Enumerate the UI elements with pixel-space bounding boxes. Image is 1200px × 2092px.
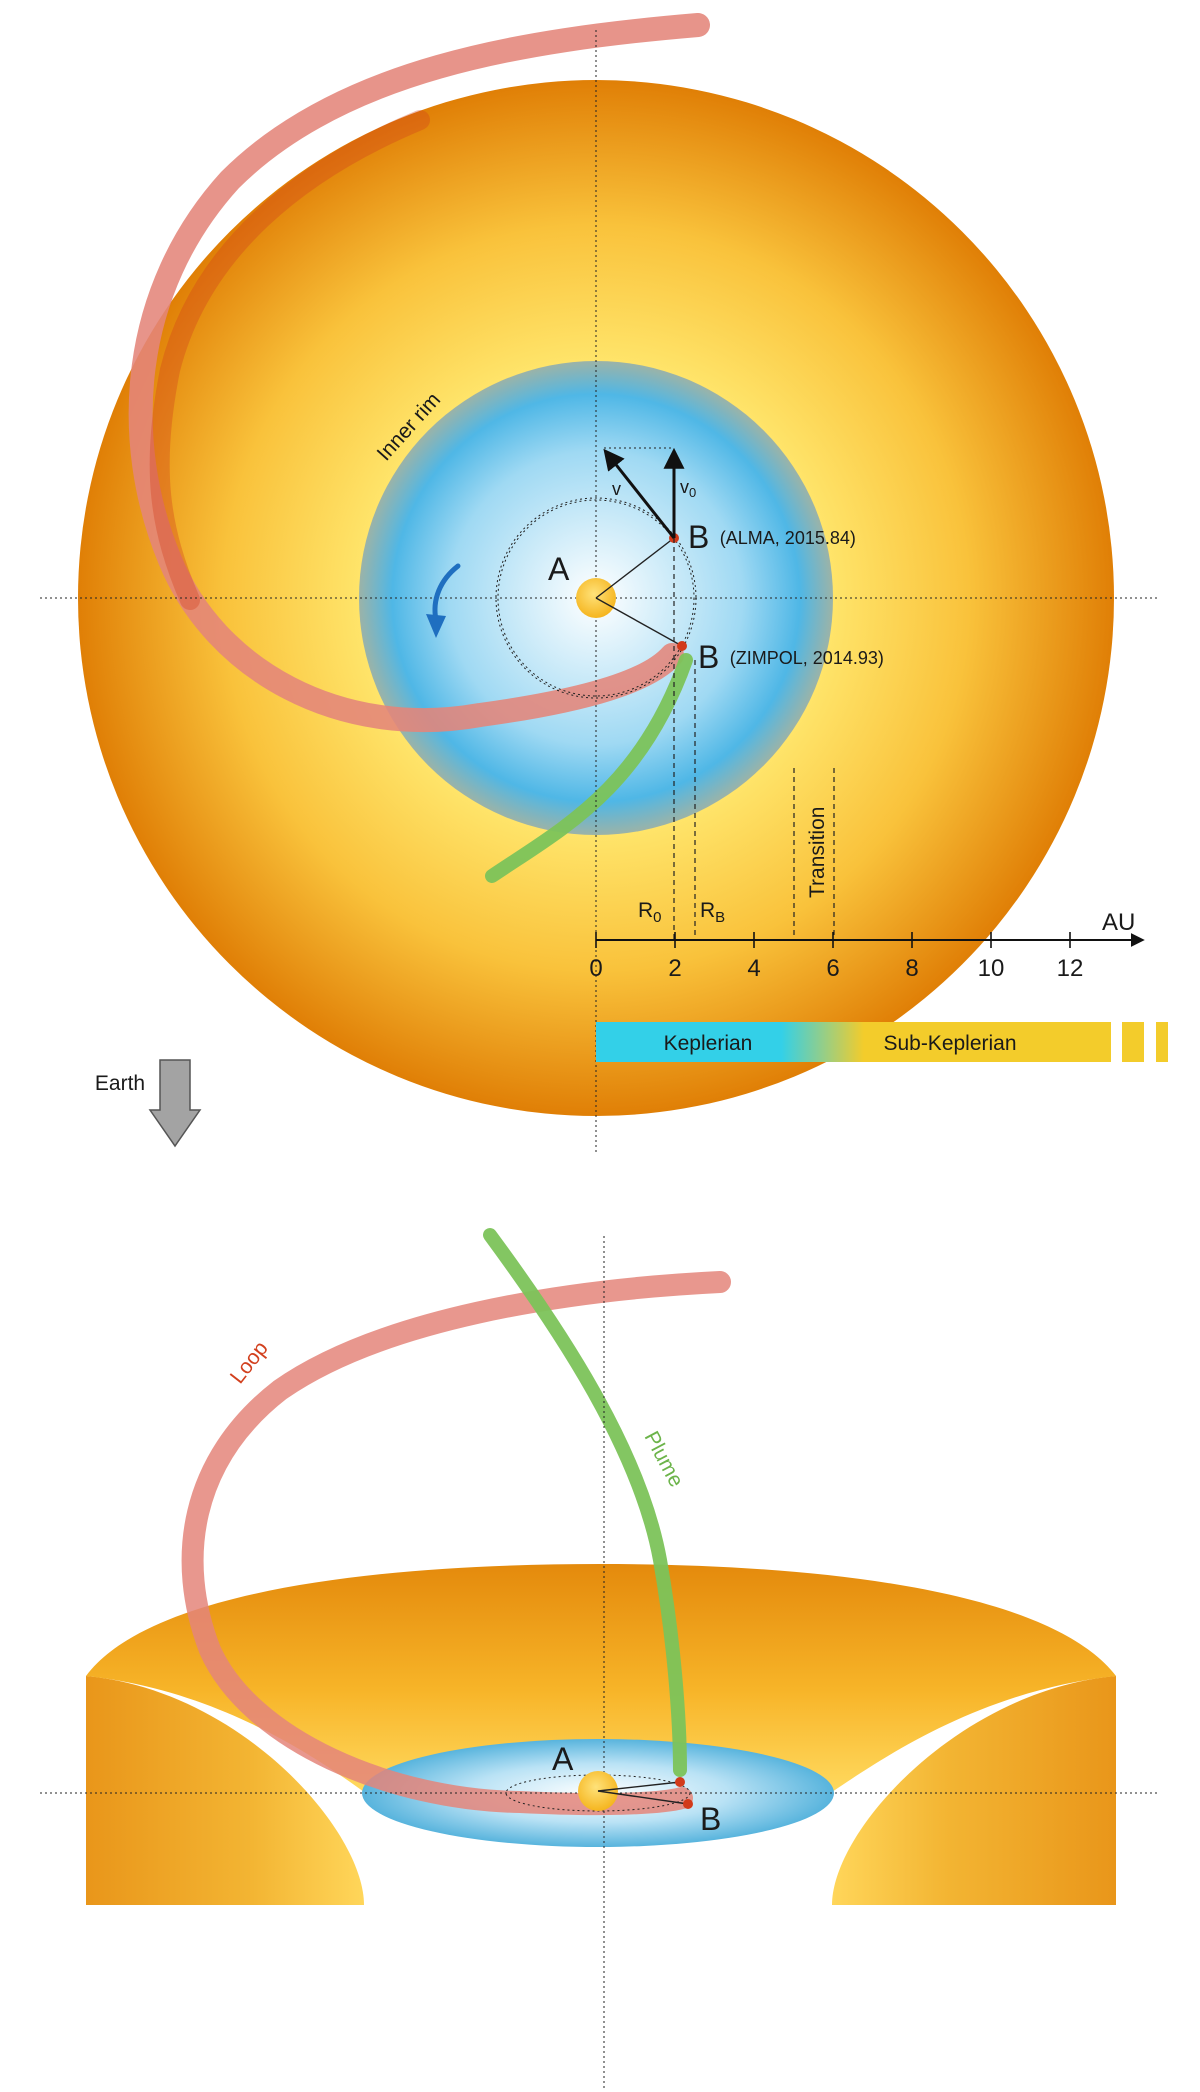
au-tick-label: 8 (905, 955, 918, 982)
velocity-v-label: v (612, 479, 621, 499)
au-tick-label: 0 (589, 955, 602, 982)
side-companion-b-label: B (700, 1801, 721, 1837)
companion-b-zimpol-label: B (ZIMPOL, 2014.93) (698, 639, 884, 675)
au-tick-label: 10 (978, 955, 1005, 982)
rotation-arrow (432, 563, 461, 623)
keplerian-label: Keplerian (664, 1032, 753, 1055)
au-tick-label: 4 (747, 955, 760, 982)
disk-wall-right (832, 1676, 1116, 1905)
sub-keplerian-label: Sub-Keplerian (883, 1032, 1016, 1055)
earth-label: Earth (95, 1072, 145, 1095)
companion-b-alma-label: B (ALMA, 2015.84) (688, 519, 856, 555)
orbit-alma (497, 499, 695, 697)
side-view: A B Loop Plume (40, 1228, 1158, 2088)
au-tick-label: 6 (826, 955, 839, 982)
loop-spiral-shade (149, 110, 430, 610)
side-plume-arc (483, 1228, 687, 1777)
transition-label: Transition (806, 807, 829, 898)
side-companion-b-2 (683, 1799, 693, 1809)
side-radius-line-1 (597, 1781, 681, 1792)
loop-spiral (128, 13, 710, 733)
au-tick-label: 12 (1057, 955, 1084, 982)
side-star-a-label: A (552, 1741, 574, 1777)
top-view: A v v0 B (ALMA, 2015.84) B (ZIMPOL, 2014… (40, 13, 1168, 1152)
au-axis-unit: AU (1102, 909, 1135, 936)
velocity-v0-label: v0 (680, 477, 696, 500)
au-axis-ticks: 0 2 4 6 8 10 12 (589, 932, 1083, 982)
down-arrow-icon (148, 1059, 202, 1148)
disk-top-face (86, 1564, 1116, 1792)
orbit-inner (495, 497, 697, 699)
side-loop-arc (181, 1271, 731, 1816)
r0-label: R0 (638, 899, 662, 926)
disk-wall-left (86, 1676, 364, 1905)
loop-label: Loop (226, 1337, 273, 1388)
companion-b-zimpol (677, 641, 687, 651)
radius-line-alma (595, 537, 675, 599)
regime-bar-main (596, 1022, 1111, 1062)
au-tick-label: 2 (668, 955, 681, 982)
side-companion-b-1 (675, 1777, 685, 1787)
plume-arc (485, 653, 693, 883)
plume-label: Plume (640, 1428, 688, 1491)
regime-bar-dash-2 (1156, 1022, 1168, 1062)
radius-line-zimpol (595, 597, 683, 647)
velocity-v-arrow (603, 448, 676, 539)
rb-label: RB (700, 899, 725, 926)
regime-bar: Keplerian Sub-Keplerian (596, 1022, 1168, 1062)
star-a-label: A (548, 551, 570, 587)
regime-bar-dash-1 (1122, 1022, 1144, 1062)
earth-indicator: Earth (95, 1059, 202, 1148)
rotation-arrow-head (426, 614, 446, 638)
side-radius-line-2 (597, 1790, 689, 1805)
